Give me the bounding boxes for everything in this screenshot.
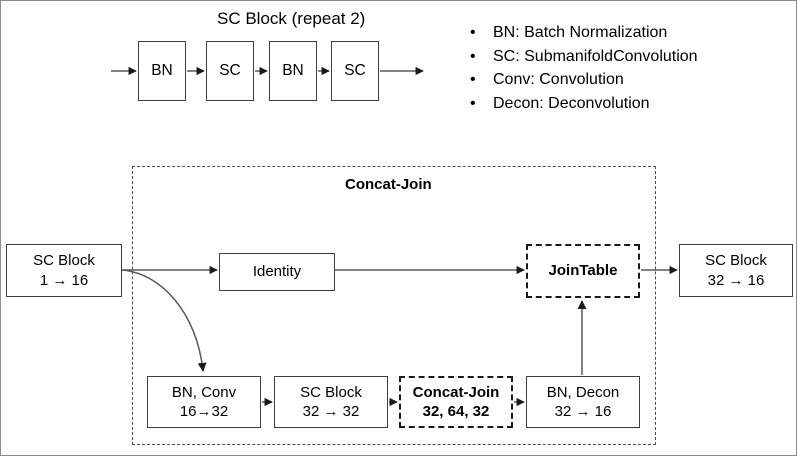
node-sc-block-mid-line2: 32 → 32 xyxy=(302,403,360,420)
legend-bullet-icon: • xyxy=(470,71,476,88)
node-concat-join-inner: Concat-Join 32, 64, 32 xyxy=(399,376,513,428)
legend-item-conv: • Conv: Convolution xyxy=(464,68,698,92)
node-input-sc-block-line2: 1 → 16 xyxy=(39,271,89,289)
legend-item-sc: • SC: SubmanifoldConvolution xyxy=(464,45,698,69)
concat-join-group-title: Concat-Join xyxy=(345,176,432,193)
top-block-bn-2: BN xyxy=(269,41,317,101)
node-output-sc-block-line1: SC Block xyxy=(705,252,767,270)
legend: • BN: Batch Normalization • SC: Submanif… xyxy=(464,21,698,115)
top-block-bn-2-label: BN xyxy=(282,62,304,80)
sc-block-section-title: SC Block (repeat 2) xyxy=(217,9,366,28)
node-join-table: JoinTable xyxy=(526,244,640,298)
node-bn-decon-line1: BN, Decon xyxy=(546,383,620,401)
top-block-sc-1-label: SC xyxy=(219,62,241,80)
node-concat-join-inner-line2: 32, 64, 32 xyxy=(422,403,490,420)
top-block-sc-2-label: SC xyxy=(344,62,366,80)
node-input-sc-block-line1: SC Block xyxy=(33,252,95,270)
legend-item-conv-label: Conv: Convolution xyxy=(493,71,624,88)
node-concat-join-inner-line1: Concat-Join xyxy=(412,383,500,401)
top-block-sc-2: SC xyxy=(331,41,379,101)
node-bn-conv-line1: BN, Conv xyxy=(171,383,237,401)
node-input-sc-block: SC Block 1 → 16 xyxy=(6,244,122,297)
node-identity: Identity xyxy=(219,253,335,291)
node-join-table-label: JoinTable xyxy=(548,262,618,280)
node-bn-decon: BN, Decon 32 → 16 xyxy=(526,376,640,428)
top-block-sc-1: SC xyxy=(206,41,254,101)
node-bn-conv: BN, Conv 16→32 xyxy=(147,376,261,428)
node-output-sc-block-line2: 32 → 16 xyxy=(707,271,765,289)
node-bn-conv-line2: 16→32 xyxy=(179,403,229,420)
legend-item-bn: • BN: Batch Normalization xyxy=(464,21,698,45)
legend-item-bn-label: BN: Batch Normalization xyxy=(493,24,668,41)
node-sc-block-mid: SC Block 32 → 32 xyxy=(274,376,388,428)
legend-bullet-icon: • xyxy=(470,94,476,112)
legend-list: • BN: Batch Normalization • SC: Submanif… xyxy=(464,21,698,115)
node-identity-label: Identity xyxy=(252,263,302,281)
legend-item-decon-label: Decon: Deconvolution xyxy=(493,94,650,112)
top-block-bn-1-label: BN xyxy=(151,62,173,80)
legend-item-sc-label: SC: SubmanifoldConvolution xyxy=(493,47,698,65)
node-bn-decon-line2: 32 → 16 xyxy=(554,403,612,420)
node-sc-block-mid-line1: SC Block xyxy=(300,383,362,401)
top-block-bn-1: BN xyxy=(138,41,186,101)
node-output-sc-block: SC Block 32 → 16 xyxy=(679,244,793,297)
legend-item-decon: • Decon: Deconvolution xyxy=(464,92,698,116)
legend-bullet-icon: • xyxy=(470,47,476,65)
legend-bullet-icon: • xyxy=(470,24,476,41)
